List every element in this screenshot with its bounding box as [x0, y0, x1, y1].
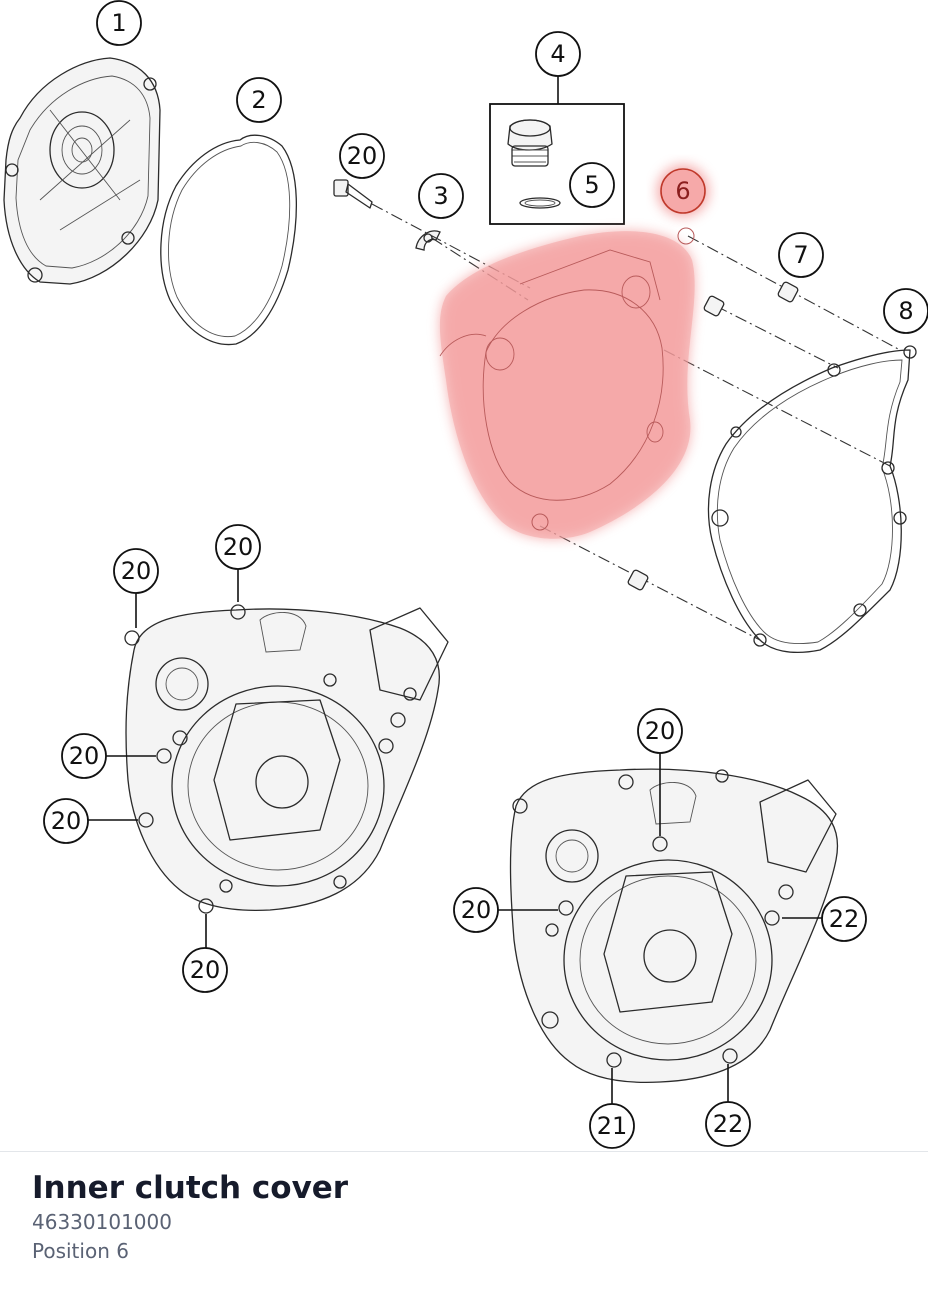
callout-21-label: 21	[597, 1112, 628, 1140]
callout-3[interactable]: 3	[418, 173, 464, 219]
callout-2[interactable]: 2	[236, 77, 282, 123]
callout-22-right-a-label: 22	[829, 905, 860, 933]
callout-20-left-c-label: 20	[69, 742, 100, 770]
callout-5[interactable]: 5	[569, 162, 615, 208]
part-info-panel: Inner clutch cover 46330101000 Position …	[0, 1151, 928, 1291]
part-6-inner-clutch-cover[interactable]	[439, 227, 695, 539]
callout-20-left-e-label: 20	[190, 956, 221, 984]
callout-20-right-b-label: 20	[461, 896, 492, 924]
callout-22-right-b[interactable]: 22	[705, 1101, 751, 1147]
part-8-cover-gasket[interactable]	[707, 345, 917, 653]
part-5-o-ring[interactable]	[519, 197, 561, 209]
callout-2-label: 2	[251, 86, 266, 114]
callout-20-top[interactable]: 20	[339, 133, 385, 179]
callout-5-label: 5	[584, 171, 599, 199]
callout-4-label: 4	[550, 40, 565, 68]
callout-6-highlighted[interactable]: 6	[657, 165, 709, 217]
callout-20-right-a[interactable]: 20	[637, 708, 683, 754]
callout-20-left-b[interactable]: 20	[215, 524, 261, 570]
assembly-view-left[interactable]	[124, 604, 449, 914]
callout-4[interactable]: 4	[535, 31, 581, 77]
exploded-parts-diagram: 1 2 20 3 4 5 6 7 8 20 20 20	[3, 0, 928, 1149]
callout-20-left-a[interactable]: 20	[113, 548, 159, 594]
part-7-dowel-sleeves[interactable]	[627, 281, 799, 591]
callout-20-right-b[interactable]: 20	[453, 887, 499, 933]
callout-20-left-e[interactable]: 20	[182, 947, 228, 993]
callout-22-right-a[interactable]: 22	[821, 896, 867, 942]
callout-20-right-a-label: 20	[645, 717, 676, 745]
callout-20-left-b-label: 20	[223, 533, 254, 561]
callout-20-top-label: 20	[347, 142, 378, 170]
callout-1-label: 1	[111, 9, 126, 37]
callout-7-label: 7	[793, 241, 808, 269]
callout-1[interactable]: 1	[96, 0, 142, 46]
callout-8-label: 8	[898, 297, 913, 325]
callout-7[interactable]: 7	[778, 232, 824, 278]
callout-3-label: 3	[433, 182, 448, 210]
callout-6-label: 6	[675, 177, 690, 205]
callout-21[interactable]: 21	[589, 1103, 635, 1149]
assembly-view-right[interactable]	[509, 768, 839, 1084]
callout-20-left-d[interactable]: 20	[43, 798, 89, 844]
callout-20-left-a-label: 20	[121, 557, 152, 585]
callout-20-left-d-label: 20	[51, 807, 82, 835]
part-position: Position 6	[32, 1239, 129, 1263]
leader-lines	[88, 74, 822, 1104]
part-number: 46330101000	[32, 1210, 172, 1234]
callout-8[interactable]: 8	[883, 288, 928, 334]
part-name: Inner clutch cover	[32, 1170, 349, 1206]
part-20-screw[interactable]	[333, 179, 373, 209]
callout-22-right-b-label: 22	[713, 1110, 744, 1138]
callout-20-left-c[interactable]: 20	[61, 733, 107, 779]
part-2-gasket[interactable]	[160, 134, 297, 346]
part-1-outer-cover[interactable]	[3, 57, 161, 285]
